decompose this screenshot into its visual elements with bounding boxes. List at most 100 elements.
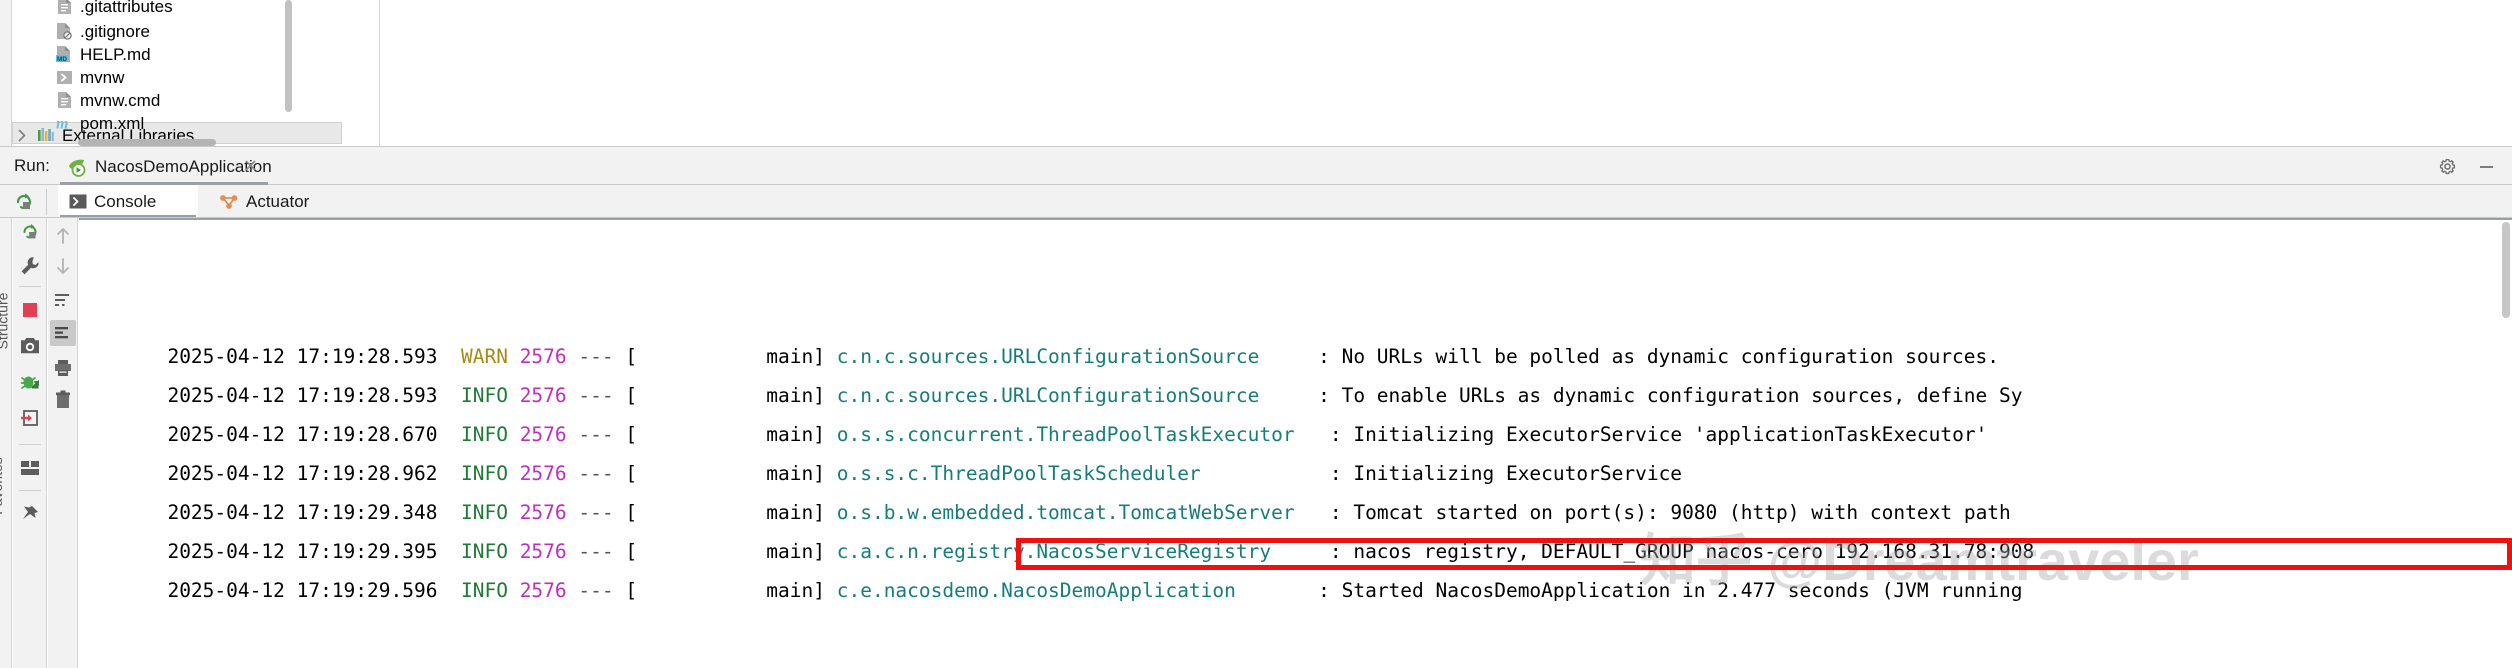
log-timestamp: 2025-04-12 17:19:28.670	[167, 423, 438, 446]
tab-console[interactable]: Console	[58, 185, 198, 218]
export-icon[interactable]	[18, 406, 42, 430]
log-colon: :	[1318, 579, 1330, 602]
layout-icon[interactable]	[18, 456, 42, 480]
arrow-down-icon[interactable]	[51, 254, 75, 278]
tab-actuator[interactable]: Actuator	[208, 185, 358, 218]
editor-blank-area	[380, 0, 2512, 146]
tool-window-rail-left: Structure Favorites	[0, 218, 12, 668]
console-tab-underline	[60, 215, 196, 218]
arrow-up-icon[interactable]	[51, 224, 75, 248]
tree-item-mvnw[interactable]: mvnw	[0, 65, 380, 89]
log-logger: o.s.s.concurrent.ThreadPoolTaskExecutor	[836, 423, 1295, 446]
rail-label-structure[interactable]: Structure	[0, 292, 11, 350]
tree-horizontal-scrollbar[interactable]	[78, 139, 216, 146]
tree-item-pom-xml[interactable]: m pom.xml	[0, 111, 380, 135]
tree-item-label: HELP.md	[80, 44, 151, 64]
close-icon[interactable]	[243, 158, 258, 173]
console-vertical-scrollbar[interactable]	[2502, 222, 2510, 318]
trash-icon[interactable]	[51, 388, 75, 412]
console-action-gutter	[13, 218, 47, 668]
log-colon: :	[1329, 501, 1342, 524]
rerun-icon[interactable]	[12, 190, 36, 214]
console-tab-bar: Console Actuator	[0, 185, 2512, 218]
markdown-file-icon: MD	[54, 44, 74, 64]
tree-vertical-scrollbar[interactable]	[285, 0, 292, 112]
log-message: Initializing ExecutorService	[1353, 462, 1683, 485]
console-icon	[69, 194, 87, 209]
text-file-icon	[54, 90, 74, 110]
log-timestamp: 2025-04-12 17:19:28.593	[167, 345, 438, 368]
stop-icon[interactable]	[18, 298, 42, 322]
log-thread: [ main]	[625, 462, 825, 485]
run-tab-underline	[60, 182, 268, 185]
horizontal-divider	[0, 146, 2512, 147]
log-separator: ---	[578, 579, 614, 602]
log-thread: [ main]	[625, 384, 825, 407]
log-level: INFO	[460, 423, 508, 446]
gutter-divider	[19, 490, 41, 491]
tree-item-gitattributes[interactable]: .gitattributes	[0, 0, 380, 18]
log-thread: [ main]	[625, 345, 825, 368]
console-output[interactable]: 2025-04-12 17:19:28.593 WARN 2576 --- [ …	[79, 218, 2512, 668]
log-logger: o.s.b.w.embedded.tomcat.TomcatWebServer	[836, 501, 1295, 524]
log-logger: c.n.c.sources.URLConfigurationSource	[836, 384, 1260, 407]
log-colon: :	[1318, 384, 1330, 407]
log-separator: ---	[578, 345, 614, 368]
log-logger: o.s.s.c.ThreadPoolTaskScheduler	[836, 462, 1201, 485]
soft-wrap-icon[interactable]	[51, 288, 75, 312]
log-message: To enable URLs as dynamic configuration …	[1341, 384, 2023, 407]
log-logger: c.a.c.n.registry.NacosServiceRegistry	[836, 540, 1272, 563]
log-line-highlighted: 2025-04-12 17:19:29.395 INFO 2576 --- [ …	[97, 511, 2034, 563]
spring-boot-run-icon	[66, 157, 88, 177]
run-label: Run:	[14, 156, 50, 175]
gear-icon[interactable]	[2438, 157, 2457, 176]
log-logger: c.n.c.sources.URLConfigurationSource	[836, 345, 1260, 368]
debug-icon[interactable]	[18, 370, 42, 394]
log-message: nacos registry, DEFAULT_GROUP nacos-cero…	[1353, 540, 2035, 563]
toolbar-separator	[46, 189, 47, 215]
svg-text:MD: MD	[57, 56, 67, 63]
log-level: INFO	[460, 579, 508, 602]
tree-item-mvnw-cmd[interactable]: mvnw.cmd	[0, 88, 380, 112]
project-tree-panel: .gitattributes .gitignore MD HELP.md mvn…	[0, 0, 380, 146]
tree-item-label: .gitattributes	[80, 0, 173, 16]
tab-label: Actuator	[246, 191, 310, 211]
log-timestamp: 2025-04-12 17:19:29.348	[167, 501, 438, 524]
run-tool-window-header: Run: NacosDemoApplication	[0, 147, 2512, 185]
log-pid: 2576	[519, 384, 567, 407]
vertical-divider	[379, 0, 380, 146]
log-pid: 2576	[519, 423, 567, 446]
log-pid: 2576	[519, 540, 567, 563]
log-thread: [ main]	[625, 579, 825, 602]
libraries-icon	[36, 125, 56, 145]
log-pid: 2576	[519, 345, 567, 368]
tree-item-help-md[interactable]: MD HELP.md	[0, 42, 380, 66]
camera-icon[interactable]	[18, 334, 42, 358]
wrench-icon[interactable]	[18, 254, 42, 278]
maven-file-icon: m	[54, 113, 74, 133]
minimize-icon[interactable]	[2477, 157, 2496, 176]
log-line: 2025-04-12 17:19:28.593 WARN 2576 --- [ …	[97, 316, 1999, 368]
console-top-accent	[79, 218, 2512, 220]
log-level: INFO	[460, 462, 508, 485]
tree-item-gitignore[interactable]: .gitignore	[0, 19, 380, 43]
pin-icon[interactable]	[18, 502, 42, 526]
run-configuration-tab[interactable]: NacosDemoApplication	[58, 151, 280, 183]
scroll-to-end-icon[interactable]	[49, 320, 76, 346]
log-message: Started NacosDemoApplication in 2.477 se…	[1341, 579, 2023, 602]
rerun-icon[interactable]	[18, 220, 42, 244]
log-line: 2025-04-12 17:19:29.348 INFO 2576 --- [ …	[97, 472, 2010, 524]
log-thread: [ main]	[625, 423, 825, 446]
tree-item-label: pom.xml	[80, 113, 145, 133]
run-configuration-name: NacosDemoApplication	[95, 157, 272, 176]
log-pid: 2576	[519, 579, 567, 602]
log-level: INFO	[460, 384, 508, 407]
log-separator: ---	[578, 462, 614, 485]
chevron-right-icon[interactable]	[14, 125, 30, 145]
rail-label-favorites[interactable]: Favorites	[0, 457, 5, 515]
tree-item-label: mvnw	[80, 67, 125, 87]
log-colon: :	[1329, 540, 1342, 563]
tree-item-label: mvnw.cmd	[80, 90, 161, 110]
log-level: WARN	[460, 345, 508, 368]
print-icon[interactable]	[51, 356, 75, 380]
